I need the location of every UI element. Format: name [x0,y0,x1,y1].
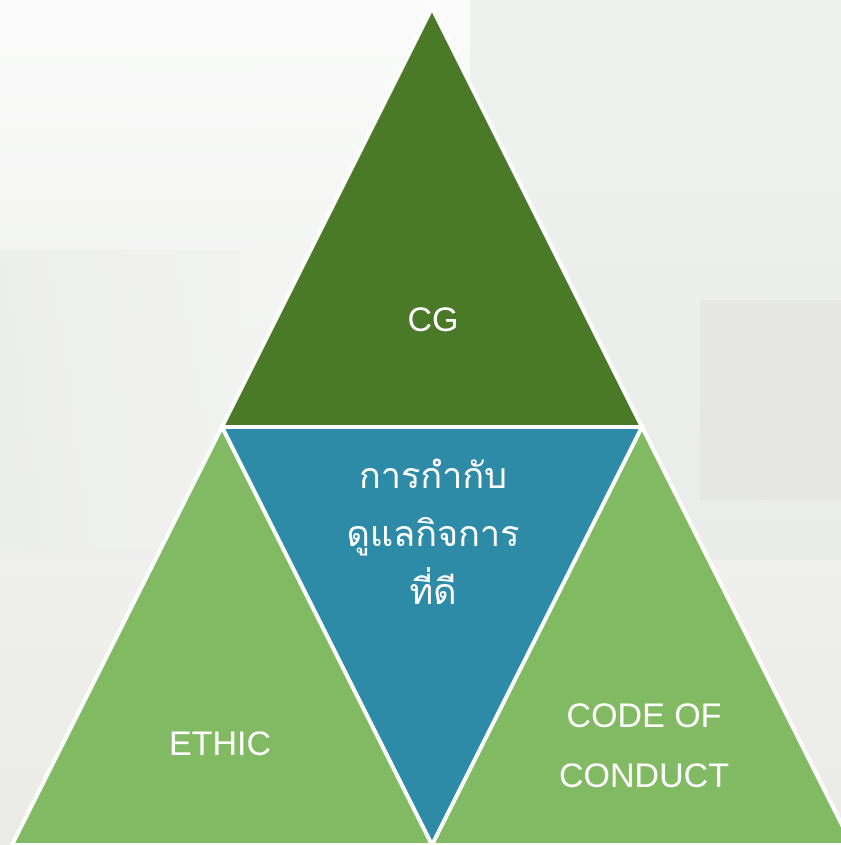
label-good-governance-line-2: ดูแลกิจการ [346,514,520,555]
triangle-code-of-conduct [429,422,841,845]
background-building-window [700,300,841,500]
triangle-ethic [9,422,435,845]
label-cg: CG [407,301,459,339]
triangle-cg [218,3,646,429]
label-good-governance-line-3: ที่ดี [409,572,457,613]
label-good-governance-line-1: การกำกับ [358,456,507,497]
label-good-governance: การกำกับ ดูแลกิจการ ที่ดี [283,448,583,622]
label-code-of-conduct-line-1: CODE OF [566,697,722,735]
label-code-of-conduct: CODE OF CONDUCT [524,686,764,806]
label-code-of-conduct-line-2: CONDUCT [559,757,729,795]
label-ethic: ETHIC [169,725,271,763]
